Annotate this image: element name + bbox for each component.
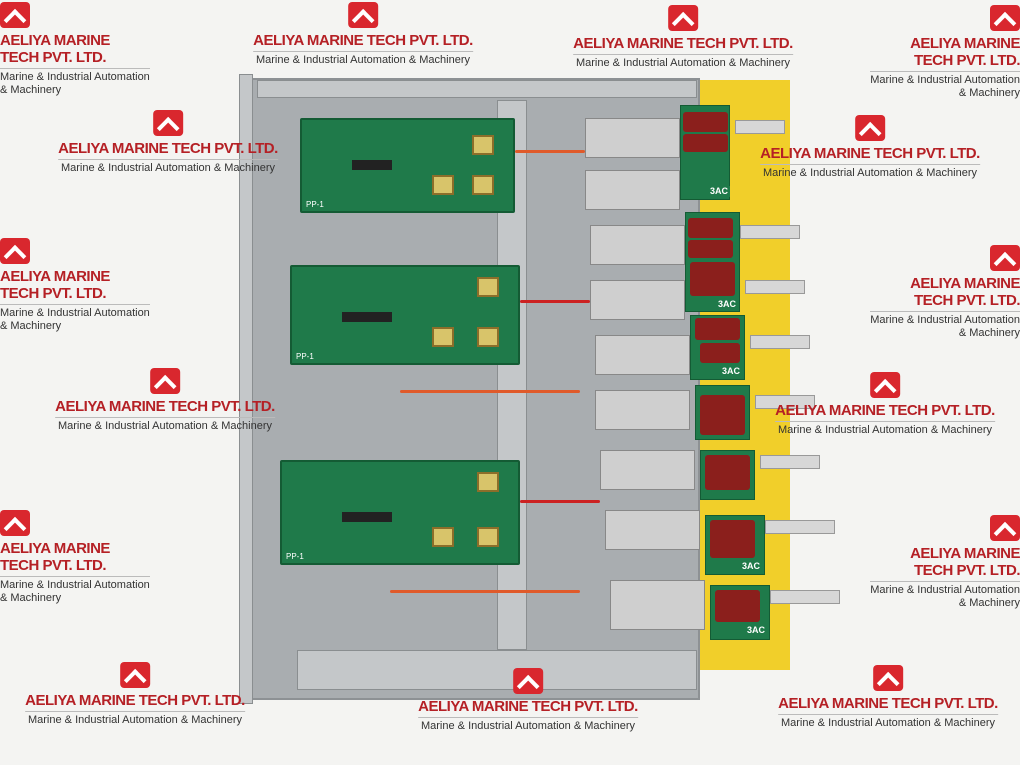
busbar: [770, 590, 840, 604]
board-label: PP-1: [286, 552, 304, 561]
watermark-tagline: Marine & Industrial Automation & Machine…: [870, 581, 1020, 610]
brand-logo-icon: [149, 368, 180, 394]
board-label: PP-1: [306, 200, 324, 209]
brand-logo-icon: [119, 662, 150, 688]
brand-logo-icon: [990, 515, 1020, 541]
brand-logo-icon: [0, 2, 30, 28]
watermark-tagline: Marine & Industrial Automation & Machine…: [253, 51, 473, 67]
watermark-tagline: Marine & Industrial Automation & Machine…: [0, 576, 150, 605]
terminal-block: [585, 118, 680, 158]
watermark: AELIYA MARINE TECH PVT. LTD.Marine & Ind…: [0, 510, 150, 605]
module-label: 3AC: [720, 366, 743, 377]
watermark-company: AELIYA MARINE TECH PVT. LTD.: [760, 145, 980, 162]
watermark-company: AELIYA MARINE TECH PVT. LTD.: [0, 540, 110, 574]
wire: [520, 500, 600, 503]
watermark: AELIYA MARINE TECH PVT. LTD. Marine & Ind…: [25, 662, 245, 727]
watermark-company: AELIYA MARINE TECH PVT. LTD.: [910, 35, 1020, 69]
watermark: AELIYA MARINE TECH PVT. LTD.Marine & Ind…: [0, 2, 150, 97]
terminal-block: [590, 280, 685, 320]
left-rail: [239, 74, 253, 704]
busbar: [750, 335, 810, 349]
pcb-board: PP-1: [290, 265, 520, 365]
watermark-company: AELIYA MARINE TECH PVT. LTD.: [910, 275, 1020, 309]
module-label: 3AC: [745, 625, 768, 636]
module-label: 3AC: [708, 186, 731, 197]
wire: [400, 390, 580, 393]
watermark-tagline: Marine & Industrial Automation & Machine…: [0, 68, 150, 97]
terminal-block: [595, 390, 690, 430]
board-label: PP-1: [296, 352, 314, 361]
terminal-block: [600, 450, 695, 490]
busbar: [740, 225, 800, 239]
watermark-tagline: Marine & Industrial Automation & Machine…: [870, 71, 1020, 100]
brand-logo-icon: [854, 115, 885, 141]
busbar: [760, 455, 820, 469]
brand-logo-icon: [990, 245, 1020, 271]
pcb-board: PP-1: [280, 460, 520, 565]
brand-logo-icon: [347, 2, 378, 28]
watermark-tagline: Marine & Industrial Automation & Machine…: [778, 714, 998, 730]
watermark-company: AELIYA MARINE TECH PVT. LTD.: [253, 32, 473, 49]
brand-logo-icon: [0, 510, 30, 536]
watermark-company: AELIYA MARINE TECH PVT. LTD.: [0, 268, 110, 302]
wire: [390, 590, 580, 593]
watermark-company: AELIYA MARINE TECH PVT. LTD.: [573, 35, 793, 52]
terminal-block: [595, 335, 690, 375]
watermark-company: AELIYA MARINE TECH PVT. LTD.: [778, 695, 998, 712]
busbar: [755, 395, 815, 409]
watermark: AELIYA MARINE TECH PVT. LTD.Marine & Ind…: [0, 238, 150, 333]
terminal-block: [585, 170, 680, 210]
watermark-company: AELIYA MARINE TECH PVT. LTD.: [418, 698, 638, 715]
brand-logo-icon: [869, 372, 900, 398]
watermark-tagline: Marine & Industrial Automation & Machine…: [870, 311, 1020, 340]
brand-logo-icon: [872, 665, 903, 691]
brand-logo-icon: [152, 110, 183, 136]
terminal-block: [590, 225, 685, 265]
busbar: [735, 120, 785, 134]
bottom-rail: [297, 650, 697, 690]
busbar: [745, 280, 805, 294]
brand-logo-icon: [990, 5, 1020, 31]
watermark: AELIYA MARINE TECH PVT. LTD.Marine & Ind…: [870, 5, 1020, 100]
watermark-tagline: Marine & Industrial Automation & Machine…: [418, 717, 638, 733]
brand-logo-icon: [667, 5, 698, 31]
pcb-board: PP-1: [300, 118, 515, 213]
wire: [520, 300, 590, 303]
watermark-tagline: Marine & Industrial Automation & Machine…: [573, 54, 793, 70]
brand-logo-icon: [0, 238, 30, 264]
watermark: AELIYA MARINE TECH PVT. LTD. Marine & Ind…: [573, 5, 793, 70]
watermark-company: AELIYA MARINE TECH PVT. LTD.: [0, 32, 110, 66]
watermark: AELIYA MARINE TECH PVT. LTD.Marine & Ind…: [870, 245, 1020, 340]
terminal-block: [610, 580, 705, 630]
watermark: AELIYA MARINE TECH PVT. LTD. Marine & Ind…: [253, 2, 473, 67]
watermark: AELIYA MARINE TECH PVT. LTD.Marine & Ind…: [870, 515, 1020, 610]
watermark: AELIYA MARINE TECH PVT. LTD. Marine & Ind…: [778, 665, 998, 730]
watermark-company: AELIYA MARINE TECH PVT. LTD.: [25, 692, 245, 709]
watermark: AELIYA MARINE TECH PVT. LTD. Marine & Ind…: [760, 115, 980, 180]
watermark-company: AELIYA MARINE TECH PVT. LTD.: [910, 545, 1020, 579]
watermark-tagline: Marine & Industrial Automation & Machine…: [775, 421, 995, 437]
top-rail: [257, 80, 697, 98]
module-label: 3AC: [716, 299, 739, 310]
busbar: [765, 520, 835, 534]
watermark-tagline: Marine & Industrial Automation & Machine…: [760, 164, 980, 180]
module-label: 3AC: [740, 561, 763, 572]
watermark-tagline: Marine & Industrial Automation & Machine…: [0, 304, 150, 333]
watermark-tagline: Marine & Industrial Automation & Machine…: [25, 711, 245, 727]
terminal-block: [605, 510, 700, 550]
wire: [515, 150, 585, 153]
